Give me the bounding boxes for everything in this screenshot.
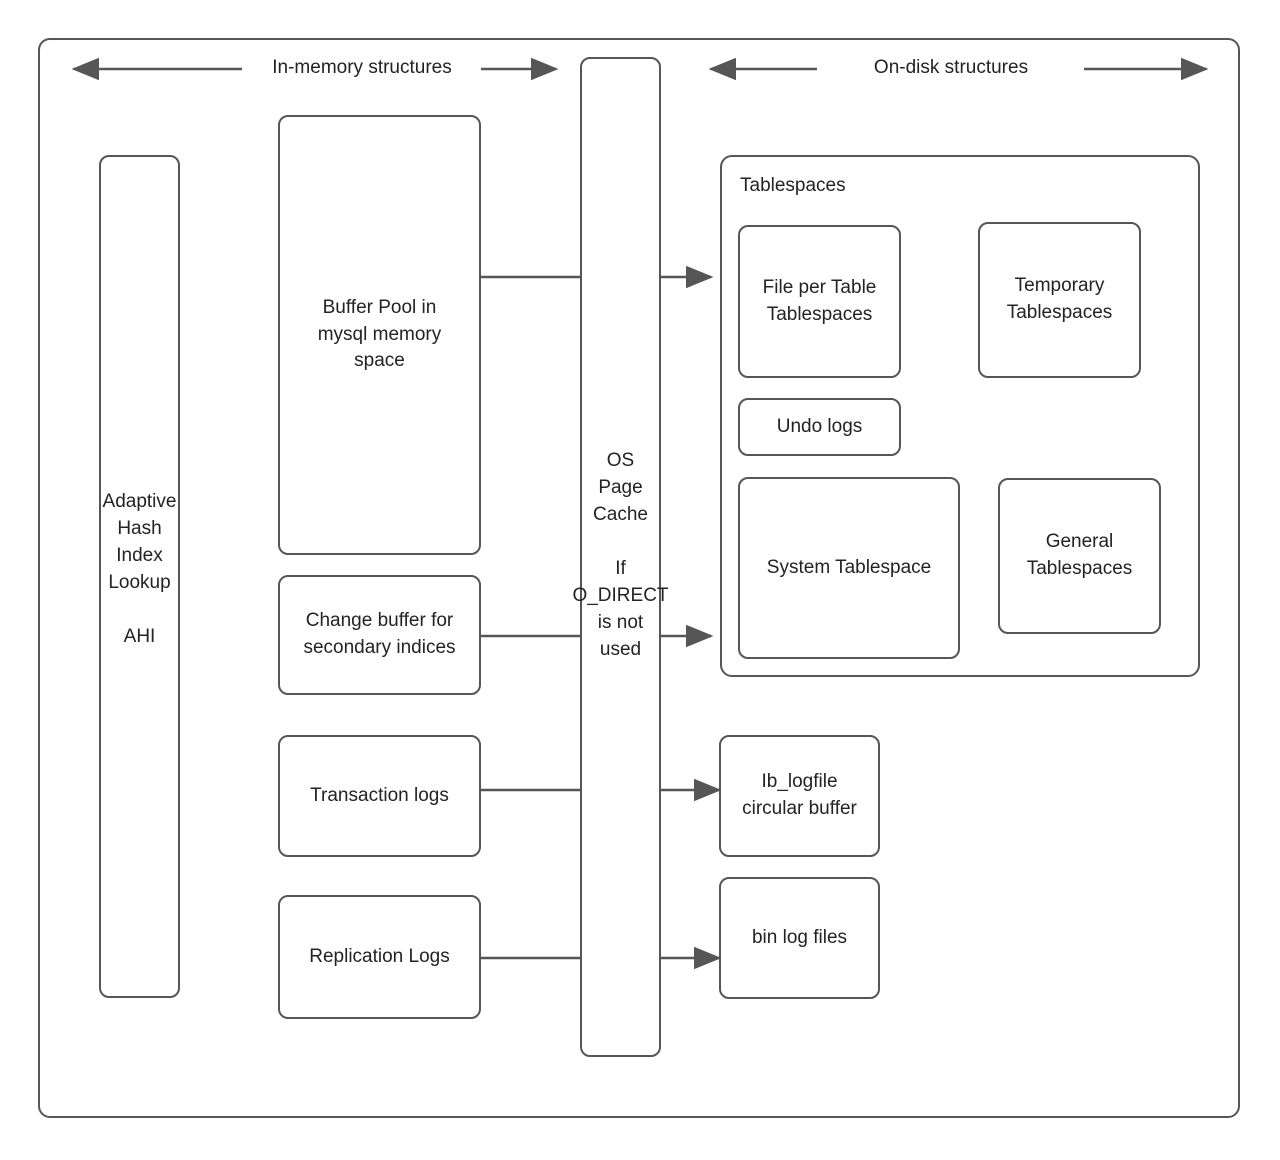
- bin-log-files-label: bin log files: [751, 926, 848, 948]
- header-on-disk-label: On-disk structures: [873, 57, 1029, 78]
- buffer-pool-label: Buffer Pool in mysql memory space: [317, 296, 442, 372]
- ib-logfile-box[interactable]: Ib_logfile circular buffer: [719, 735, 880, 857]
- ahi-line-blank: [59, 597, 220, 624]
- outer-frame: [38, 38, 1240, 1118]
- page-cache-line-2: Page: [598, 476, 643, 498]
- page-cache-line-6: is not: [597, 611, 644, 633]
- undo-logs-label: Undo logs: [776, 415, 863, 437]
- change-buffer-label: Change buffer for secondary indices: [303, 610, 456, 658]
- page-cache-line-3: Cache: [593, 503, 648, 525]
- transaction-logs-label: Transaction logs: [310, 784, 449, 806]
- temporary-tablespaces-box[interactable]: Temporary Tablespaces: [978, 222, 1141, 378]
- adaptive-hash-index-box[interactable]: [99, 155, 180, 998]
- adaptive-hash-index-label: Adaptive Hash Index Lookup AHI: [59, 489, 220, 651]
- bin-log-files-box[interactable]: bin log files: [719, 877, 880, 999]
- page-cache-line-4: If: [615, 557, 626, 579]
- transaction-logs-box[interactable]: Transaction logs: [278, 735, 481, 857]
- temporary-tablespaces-label: Temporary Tablespaces: [1006, 275, 1113, 323]
- ahi-line-1: Adaptive: [102, 491, 177, 512]
- file-per-table-tablespaces-box[interactable]: File per Table Tablespaces: [738, 225, 901, 378]
- header-in-memory-label: In-memory structures: [272, 57, 452, 78]
- general-tablespaces-label: General Tablespaces: [1026, 531, 1133, 579]
- file-per-table-label: File per Table Tablespaces: [762, 276, 877, 325]
- page-cache-line-5: O_DIRECT: [572, 584, 669, 606]
- ahi-line-3: Index: [116, 544, 163, 566]
- ahi-line-4: Lookup: [108, 571, 171, 593]
- buffer-pool-box[interactable]: Buffer Pool in mysql memory space: [278, 115, 481, 555]
- page-cache-line-1: OS: [606, 450, 635, 471]
- tablespaces-title: Tablespaces: [740, 175, 846, 196]
- tablespaces-container: [720, 155, 1200, 677]
- page-cache-line-blank: [540, 529, 701, 556]
- ahi-line-2: Hash: [117, 517, 162, 539]
- ib-logfile-label: Ib_logfile circular buffer: [742, 771, 857, 819]
- undo-logs-box[interactable]: Undo logs: [738, 398, 901, 456]
- os-page-cache-label: OS Page Cache If O_DIRECT is not used: [540, 448, 701, 664]
- change-buffer-box[interactable]: Change buffer for secondary indices: [278, 575, 481, 695]
- system-tablespace-box[interactable]: System Tablespace: [738, 477, 960, 659]
- system-tablespace-label: System Tablespace: [766, 556, 932, 578]
- replication-logs-label: Replication Logs: [309, 945, 450, 967]
- ahi-line-5: AHI: [123, 625, 156, 647]
- os-page-cache-box[interactable]: [580, 57, 661, 1057]
- general-tablespaces-box[interactable]: General Tablespaces: [998, 478, 1161, 634]
- replication-logs-box[interactable]: Replication Logs: [278, 895, 481, 1019]
- page-cache-line-7: used: [599, 638, 642, 660]
